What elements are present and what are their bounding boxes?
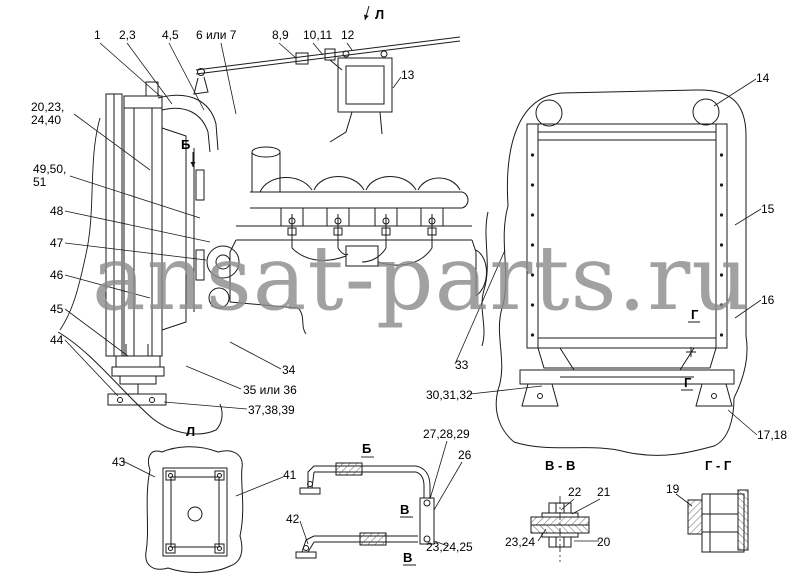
callout-34: 34 [282,363,296,377]
callout-16: 16 [761,293,775,307]
callout-37-38-39: 37,38,39 [248,403,295,417]
view-L-plate [145,446,244,573]
section-V-V [530,496,590,562]
callout-1: 1 [94,28,101,42]
callout-41: 41 [283,468,297,482]
callout-4-5: 4,5 [162,28,179,42]
callout-47: 47 [50,236,64,250]
callout-48: 48 [50,204,64,218]
callout-35-or-36: 35 или 36 [243,383,297,397]
callout-15: 15 [761,202,775,216]
callout-20: 20 [597,535,611,549]
view-arrow-label-L: Л [375,7,385,22]
callout-19: 19 [666,482,680,496]
callout-12: 12 [341,28,355,42]
callout-2-3: 2,3 [119,28,136,42]
callout-6-or-7: 6 или 7 [196,28,237,42]
view-label-L: Л [186,424,196,439]
radiator-front-view [495,89,748,456]
callout-27-28-29: 27,28,29 [423,427,470,441]
section-mark-G-lower: Г [684,375,692,390]
callout-30-31-32: 30,31,32 [426,388,473,402]
callout-20-23-24-40: 20,23, 24,40 [31,100,65,127]
side-channel-rivets [530,153,724,337]
callout-14: 14 [756,71,770,85]
callout-23-24: 23,24 [505,535,536,549]
view-label-B: Б [362,441,372,456]
section-mark-V-upper: В [400,502,410,517]
section-mark-G-upper: Г [691,307,699,322]
callout-13: 13 [401,68,415,82]
callout-22: 22 [568,485,582,499]
callout-43: 43 [112,455,126,469]
callout-8-9: 8,9 [272,28,289,42]
section-G-G [681,321,749,553]
leader-lines [64,42,762,547]
engine-side-view [57,5,489,435]
callout-21: 21 [597,485,611,499]
callout-45: 45 [50,302,64,316]
callout-17-18: 17,18 [757,428,788,442]
section-label-V-V: В - В [545,458,576,473]
injectors [287,214,437,248]
callout-49-50-51: 49,50, 51 [33,162,67,189]
callout-46: 46 [50,268,64,282]
callout-26: 26 [458,448,472,462]
section-mark-V-lower: В [403,550,413,565]
callout-44: 44 [50,333,64,347]
callout-42: 42 [286,512,300,526]
callout-10-11: 10,11 [303,28,333,42]
callout-23-24-25: 23,24,25 [426,540,473,554]
section-label-G-G: Г - Г [705,458,732,473]
callout-33: 33 [455,358,469,372]
view-B-rods [295,456,435,566]
view-arrow-label-B: Б [181,137,191,152]
